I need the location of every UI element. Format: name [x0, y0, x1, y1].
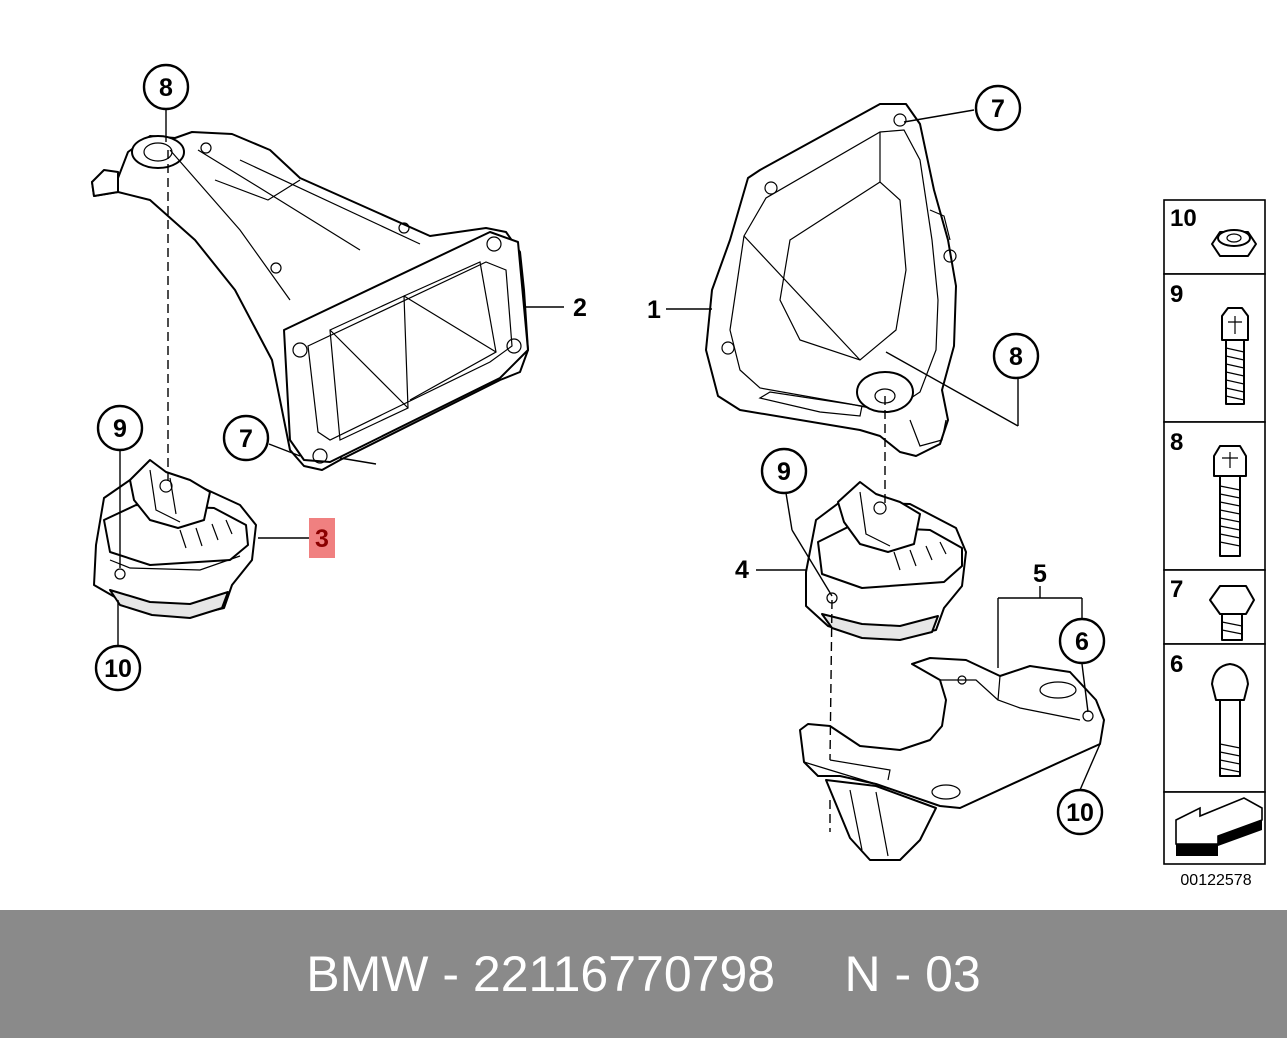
callout-5-label: 5	[1033, 560, 1047, 588]
legend-label-6: 6	[1170, 651, 1183, 678]
parts-diagram: 8 2 7 9 3 10 1 7 8 9 4 5 6	[91, 63, 1266, 889]
callout-9-left-label: 9	[113, 415, 127, 443]
document-number: 00122578	[1180, 872, 1251, 889]
callout-8-right-label: 8	[1009, 343, 1023, 371]
callout-9-right: 9	[760, 447, 808, 495]
callout-4-label: 4	[735, 556, 749, 584]
callout-7-left-label: 7	[239, 425, 253, 453]
engine-mount-left-part-3	[93, 459, 257, 619]
callout-3-highlighted[interactable]: 3	[309, 518, 335, 558]
bracket-right-part-1	[705, 103, 957, 457]
callout-8-left-label: 8	[159, 74, 173, 102]
callout-2-label: 2	[573, 294, 587, 322]
callout-1: 1	[647, 296, 661, 324]
callout-10-right-label: 10	[1066, 799, 1094, 827]
legend-label-8: 8	[1170, 429, 1183, 456]
callout-8-right: 8	[992, 332, 1040, 380]
callout-7-right-label: 7	[991, 95, 1005, 123]
callout-6-label: 6	[1075, 628, 1089, 656]
callout-4: 4	[735, 556, 749, 584]
callout-10-left: 10	[94, 644, 142, 692]
engine-mount-right-part-4	[805, 481, 967, 641]
torx-bolt-icon	[1213, 445, 1247, 557]
part-number-title: BMW - 22116770798 N - 03	[306, 946, 981, 1002]
footer-bar: BMW - 22116770798 N - 03	[0, 910, 1287, 1038]
legend-label-7: 7	[1170, 576, 1183, 603]
fastener-legend: 10 9 8 7 6	[1163, 199, 1266, 889]
callout-9-left: 9	[96, 404, 144, 452]
callout-9-right-label: 9	[777, 458, 791, 486]
callout-7-right: 7	[974, 84, 1022, 132]
direction-arrow-icon	[1175, 797, 1263, 856]
callout-8-left: 8	[142, 63, 190, 111]
callout-7-left: 7	[222, 414, 270, 462]
hex-bolt-short-icon	[1221, 307, 1249, 405]
callout-10-left-label: 10	[104, 655, 132, 683]
callout-3-label: 3	[315, 525, 329, 553]
bracket-left-part-2	[91, 131, 529, 471]
flange-bolt-icon	[1209, 585, 1255, 641]
callout-2: 2	[573, 294, 587, 322]
support-base-part-5	[799, 657, 1105, 861]
round-head-bolt-icon	[1211, 663, 1249, 777]
callout-3-highlight	[309, 518, 335, 558]
legend-label-10: 10	[1170, 205, 1197, 232]
callout-10-right: 10	[1056, 788, 1104, 836]
nut-icon	[1211, 229, 1257, 257]
callout-1-label: 1	[647, 296, 661, 324]
legend-cell-6[interactable]	[1163, 643, 1266, 793]
callout-6: 6	[1058, 617, 1106, 665]
legend-label-9: 9	[1170, 281, 1183, 308]
axis-line-right-lower	[829, 599, 833, 761]
callout-5: 5	[1033, 560, 1047, 588]
